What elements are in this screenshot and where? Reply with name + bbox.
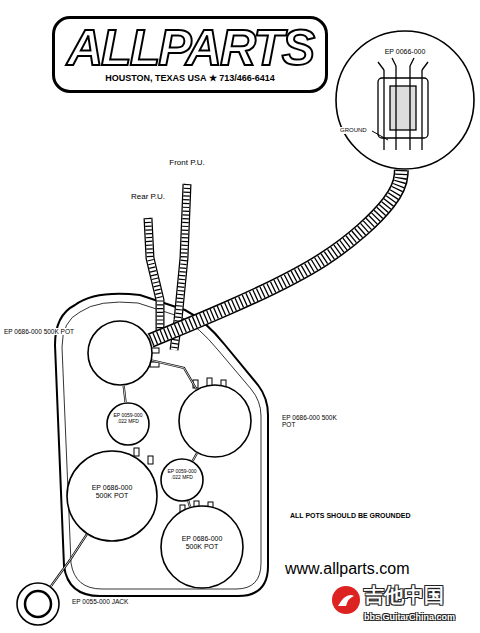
watermark: 吉他中国 xyxy=(364,584,444,607)
pickup-label: Front P.U. xyxy=(168,158,206,167)
address-line: HOUSTON, TEXAS USA ★ 713/466-6414 xyxy=(67,73,313,84)
wire-path xyxy=(51,534,87,586)
part-label: EP 0686-000 500K POT xyxy=(4,328,79,335)
logo-box: ALLPARTSHOUSTON, TEXAS USA ★ 713/466-641… xyxy=(52,16,328,93)
pot: EP 0686-000 500K POT xyxy=(87,320,153,386)
wire-core xyxy=(193,453,197,461)
jack-outline xyxy=(16,582,60,626)
watermark-logo xyxy=(332,586,360,614)
pot: EP 0686-000 500K POT xyxy=(178,384,252,458)
toggle-switch: EP 0066-000 xyxy=(335,30,475,170)
wire-core xyxy=(124,386,126,402)
part-label: EP 0686-000 500K POT xyxy=(84,484,140,500)
switch-body xyxy=(378,58,428,150)
website: www.allparts.com xyxy=(285,560,409,578)
watermark: bbs.GuitarChina.com xyxy=(364,612,455,622)
capacitor-outline xyxy=(160,458,204,502)
cable-sheath xyxy=(151,170,402,341)
wire-path xyxy=(188,501,190,507)
capacitor: EP 0059-000 .022 MFD xyxy=(106,402,150,446)
wire-path xyxy=(193,453,197,461)
wire-path xyxy=(124,386,126,402)
part-label: EP 0066-000 xyxy=(365,48,445,56)
part-label: EP 0059-000 .022 MFD xyxy=(111,413,145,425)
wire-core xyxy=(152,361,196,390)
wire-core xyxy=(51,534,87,586)
jack: EP 0055-000 JACK xyxy=(16,582,60,626)
cavity-inner-edge xyxy=(62,302,261,589)
wire xyxy=(51,534,87,586)
pot-outline xyxy=(178,384,252,458)
pot-outline xyxy=(87,320,153,386)
capacitor: EP 0059-000 .022 MFD xyxy=(160,458,204,502)
brand-logo: ALLPARTS xyxy=(67,23,313,73)
wire xyxy=(152,361,196,390)
part-label: EP 0059-000 .022 MFD xyxy=(165,469,199,481)
wire-path xyxy=(152,361,196,390)
part-label: EP 0686-000 500K POT xyxy=(174,535,230,551)
wire xyxy=(193,453,197,461)
capacitor-outline xyxy=(106,402,150,446)
pickup-label: Rear P.U. xyxy=(130,192,166,201)
cable-core xyxy=(151,170,402,341)
braided-cable xyxy=(151,170,402,341)
ground-label: GROUND xyxy=(340,127,367,134)
pot: EP 0686-000 500K POT xyxy=(66,450,158,542)
note: ALL POTS SHOULD BE GROUNDED xyxy=(290,512,410,520)
part-label: EP 0686-000 500K POT xyxy=(282,414,344,429)
ground-leader xyxy=(372,131,388,140)
wire xyxy=(124,386,126,402)
wire xyxy=(188,501,190,507)
wire-core xyxy=(188,501,190,507)
pot: EP 0686-000 500K POT xyxy=(160,505,244,589)
part-label: EP 0055-000 JACK xyxy=(72,598,132,605)
cable-braid xyxy=(151,170,402,341)
